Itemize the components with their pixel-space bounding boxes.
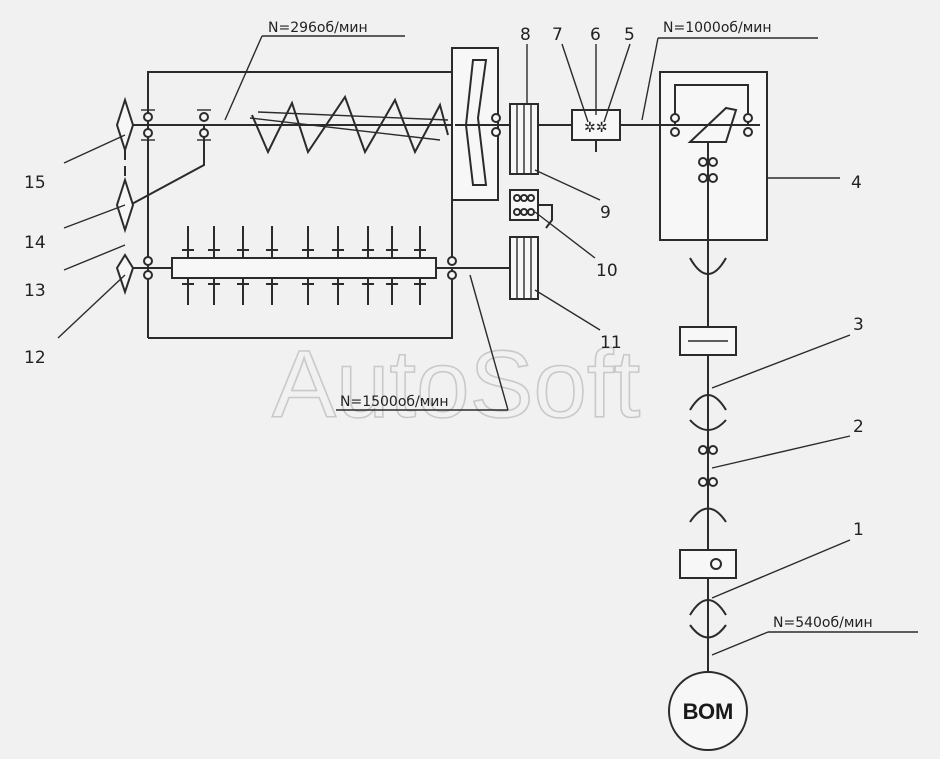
label-13: 13 <box>24 281 46 301</box>
rotor <box>125 226 510 305</box>
part-numbers: 8 7 6 5 9 10 11 4 3 2 1 15 14 13 12 <box>24 25 864 540</box>
auger-shaft <box>125 94 455 155</box>
sprockets <box>115 96 135 296</box>
speed-rotor: N=1500об/мин <box>340 394 449 410</box>
label-14: 14 <box>24 233 46 253</box>
speed-pto: N=540об/мин <box>773 615 873 631</box>
label-6: 6 <box>590 25 601 45</box>
svg-text:✲✲: ✲✲ <box>584 120 607 136</box>
watermark: AutoSoft <box>272 331 640 438</box>
bearing-upper-2 <box>197 109 211 141</box>
label-10: 10 <box>596 261 618 281</box>
label-1: 1 <box>853 520 864 540</box>
part-10 <box>509 189 553 229</box>
pto-label: ВОМ <box>683 699 734 724</box>
rotor-knives <box>182 226 426 305</box>
bearing-upper-1 <box>141 109 155 141</box>
label-8: 8 <box>520 25 531 45</box>
label-12: 12 <box>24 348 46 368</box>
label-5: 5 <box>624 25 635 45</box>
speed-gearbox: N=1000об/мин <box>663 20 772 36</box>
frame <box>129 71 453 339</box>
label-9: 9 <box>600 203 611 223</box>
gearbox-567: ✲✲ <box>538 109 660 152</box>
label-3: 3 <box>853 315 864 335</box>
pulley-8 <box>509 103 539 175</box>
fan <box>451 47 510 201</box>
auger-flights <box>251 94 449 155</box>
drive-line <box>679 257 737 690</box>
label-15: 15 <box>24 173 46 193</box>
label-7: 7 <box>552 25 563 45</box>
pto-circle <box>668 671 748 751</box>
label-11: 11 <box>600 333 622 353</box>
pulley-11 <box>509 236 539 300</box>
speed-auger: N=296об/мин <box>268 20 368 36</box>
leaders <box>57 43 851 599</box>
label-2: 2 <box>853 417 864 437</box>
speed-labels: N=296об/мин N=1000об/мин N=1500об/мин N=… <box>224 20 918 656</box>
label-4: 4 <box>851 173 862 193</box>
gearbox-4 <box>659 71 768 258</box>
